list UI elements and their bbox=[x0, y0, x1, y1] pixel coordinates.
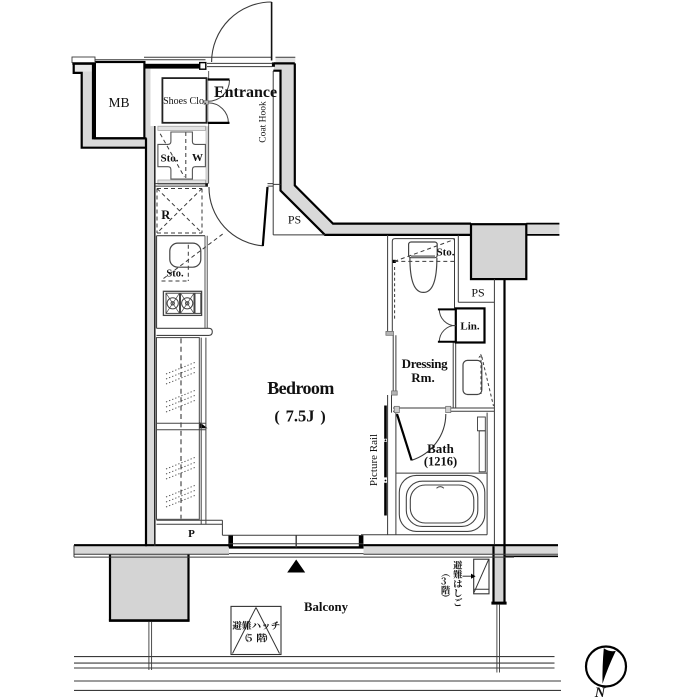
svg-text:N: N bbox=[594, 685, 606, 698]
svg-text:Sto.: Sto. bbox=[436, 247, 454, 259]
svg-text:(1216): (1216) bbox=[424, 455, 457, 469]
svg-text:Entrance: Entrance bbox=[214, 84, 277, 101]
svg-text:P: P bbox=[188, 528, 195, 540]
svg-text:R: R bbox=[161, 208, 171, 222]
svg-text:Balcony: Balcony bbox=[304, 600, 349, 614]
svg-text:PS: PS bbox=[288, 213, 301, 227]
svg-text:Sto.: Sto. bbox=[160, 153, 178, 165]
svg-text:Bath: Bath bbox=[427, 441, 455, 456]
svg-text:Bedroom: Bedroom bbox=[267, 378, 334, 398]
svg-text:Coat Hook: Coat Hook bbox=[259, 101, 269, 143]
svg-text:(: ( bbox=[274, 409, 279, 426]
svg-text:MB: MB bbox=[108, 95, 129, 110]
svg-text:Picture Rail: Picture Rail bbox=[368, 434, 380, 486]
svg-text:PS: PS bbox=[471, 286, 484, 300]
svg-text:Lin.: Lin. bbox=[460, 321, 480, 333]
svg-text:W: W bbox=[192, 152, 203, 164]
svg-text:Dressing: Dressing bbox=[402, 356, 449, 371]
svg-text:Rm.: Rm. bbox=[411, 370, 434, 385]
svg-text:): ) bbox=[320, 409, 325, 426]
svg-text:Sto.: Sto. bbox=[166, 269, 184, 280]
svg-text:Shoes Clo.: Shoes Clo. bbox=[163, 96, 206, 107]
svg-text:7.5J: 7.5J bbox=[286, 407, 315, 426]
